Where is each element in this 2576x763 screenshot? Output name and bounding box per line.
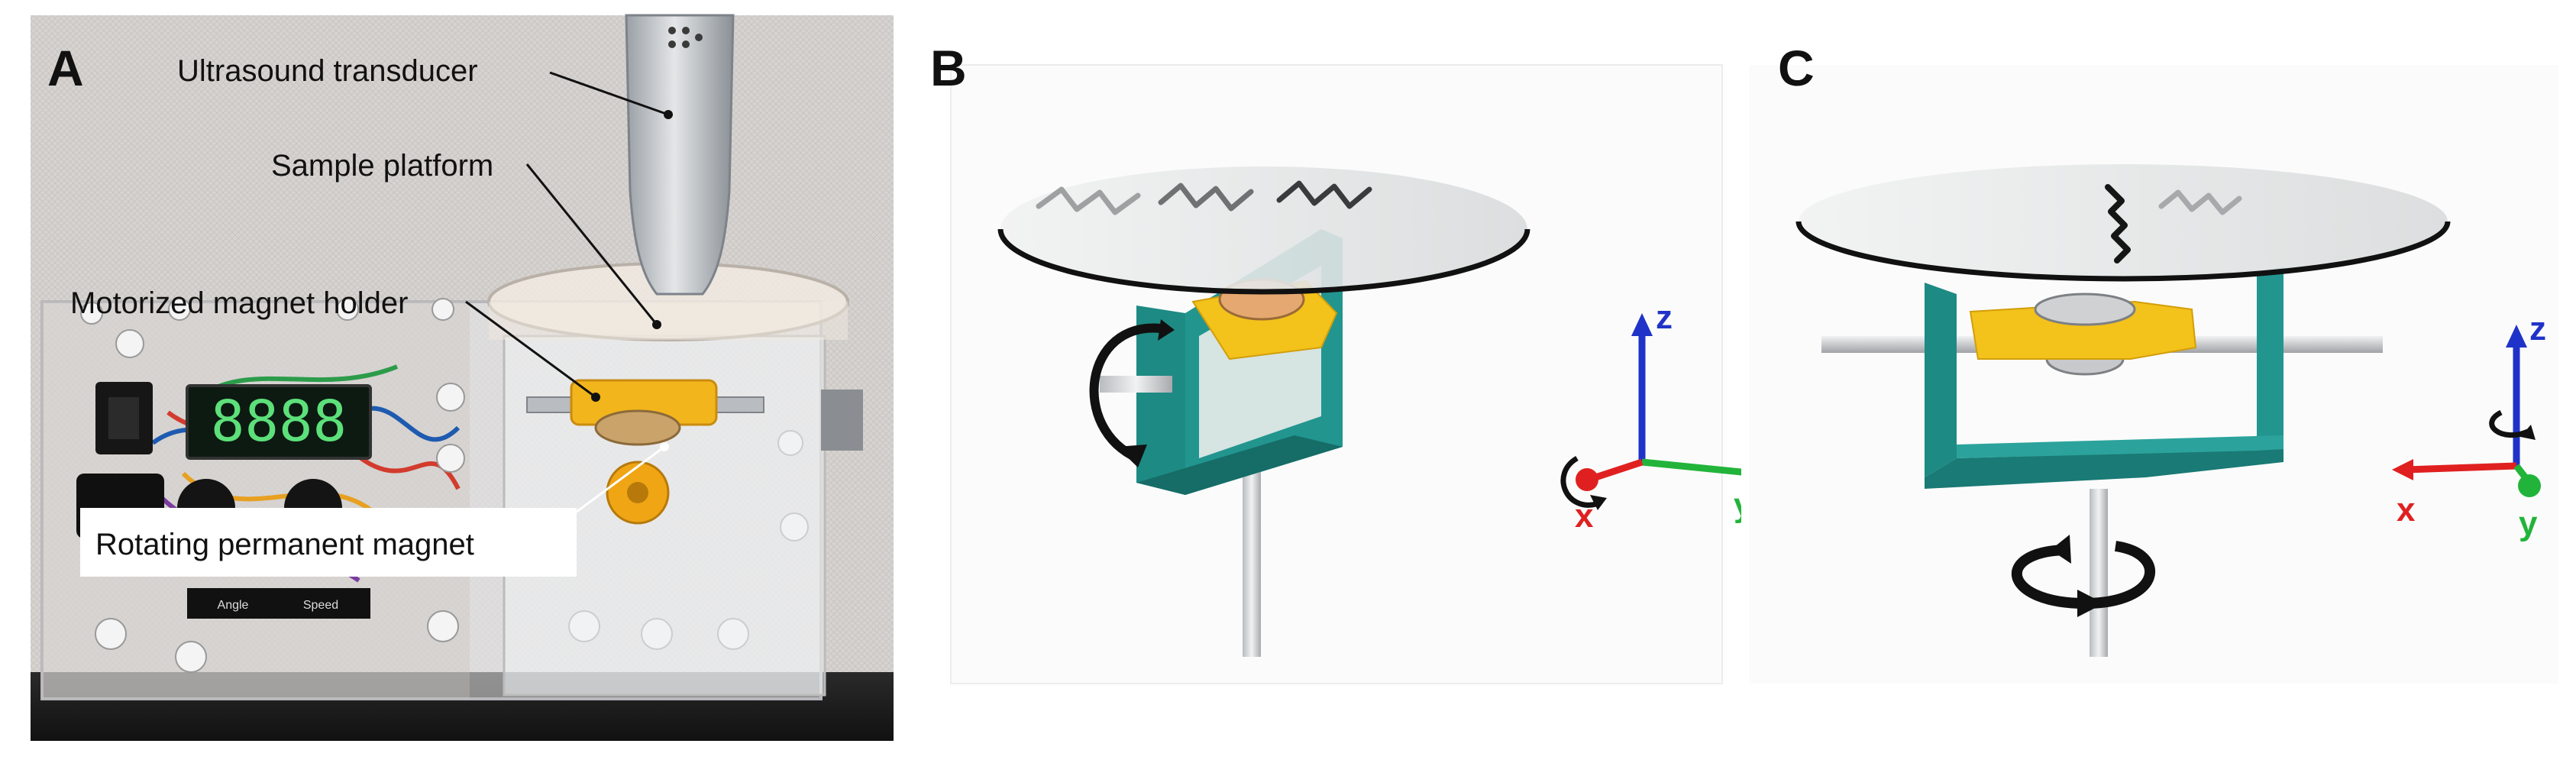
axis-label-y: y xyxy=(2519,505,2538,542)
axis-gizmo-c: z x y xyxy=(2392,310,2546,542)
axis-label-y: y xyxy=(1734,487,1741,524)
axis-label-x: x xyxy=(2397,491,2416,529)
frame-base xyxy=(1925,449,2283,489)
callout-dots xyxy=(591,110,673,402)
frame-left-leg xyxy=(1925,283,1957,477)
panel-letter-b: B xyxy=(930,40,967,96)
axis-x-rotation-head xyxy=(1590,495,1607,510)
lab-setup-photo: 8888 Angle Speed xyxy=(31,14,894,741)
frame-base xyxy=(1136,435,1343,495)
vertical-rod xyxy=(2090,489,2108,657)
label-rotating-permanent-magnet: Rotating permanent magnet xyxy=(95,528,474,561)
render-c: z x y C xyxy=(1749,40,2558,684)
magnet-holder xyxy=(1969,300,2197,360)
sample-disc-edge xyxy=(997,228,1530,295)
axis-y-dot xyxy=(2518,474,2541,497)
label-sample-platform: Sample platform xyxy=(271,149,493,183)
frame-right-leg xyxy=(2257,267,2283,451)
render-c-background xyxy=(1749,65,2558,684)
knob-label-strip xyxy=(187,588,370,619)
permanent-magnet-top xyxy=(2034,293,2136,326)
axis-y-line xyxy=(1641,458,1741,476)
render-b: z y x B xyxy=(930,40,1741,684)
zigzag-samples xyxy=(1036,180,1372,215)
panel-c-render: z x y C xyxy=(1749,0,2576,763)
label-motorized-magnet-holder: Motorized magnet holder xyxy=(70,286,408,320)
panel-letter-a: A xyxy=(47,40,84,96)
ultrasound-transducer xyxy=(625,14,735,296)
motor-block xyxy=(821,390,863,451)
callout-leaders xyxy=(465,71,669,513)
callout-dot-magnet xyxy=(660,442,669,451)
rotation-arrowhead-x-2 xyxy=(1158,319,1175,341)
panel-a-photo: 8888 Angle Speed xyxy=(0,0,897,763)
led-display xyxy=(186,384,372,460)
knob-label-angle: Angle xyxy=(218,599,249,612)
label-ultrasound-transducer: Ultrasound transducer xyxy=(177,54,478,88)
horizontal-rod xyxy=(1100,376,1172,393)
axis-z-rotation-head xyxy=(2520,425,2536,440)
axis-label-z: z xyxy=(1656,299,1673,336)
frame-base-top xyxy=(1957,435,2283,458)
axis-x-arrow xyxy=(2392,459,2413,480)
rotation-arrowhead-z-2 xyxy=(2077,590,2104,617)
sample-platform-rim xyxy=(489,302,848,340)
power-switch-rocker xyxy=(108,397,139,439)
panel-letter-c: C xyxy=(1778,40,1815,96)
axis-label-z: z xyxy=(2529,310,2546,348)
axis-z-rotation-arrow xyxy=(2489,409,2529,438)
drive-gear-hub xyxy=(627,482,648,503)
sample-disc-edge xyxy=(1795,221,2451,282)
rotation-arrowhead-x xyxy=(1117,445,1147,467)
zigzag-samples xyxy=(2105,184,2242,263)
rotation-arrow-x xyxy=(1089,323,1162,463)
led-display-digits: 8888 xyxy=(211,389,347,454)
axis-gizmo-b: z y x xyxy=(1560,299,1741,535)
axis-x-line xyxy=(2405,462,2517,474)
axis-z-arrow xyxy=(1631,313,1653,336)
transducer-logo-dots xyxy=(668,27,703,48)
rotation-arrowhead-z xyxy=(2051,535,2071,564)
axis-label-x: x xyxy=(1575,497,1594,535)
axis-z-arrow xyxy=(2506,325,2527,348)
frame-front-leg xyxy=(1136,306,1185,495)
axis-x-rotation-arrow xyxy=(1560,455,1597,508)
panel-b-render: z y x B xyxy=(909,0,1741,763)
knob-label-speed: Speed xyxy=(303,599,338,612)
axis-x-dot xyxy=(1576,468,1598,491)
label-box-rotating-magnet xyxy=(80,508,577,577)
rotating-magnet xyxy=(594,409,681,446)
